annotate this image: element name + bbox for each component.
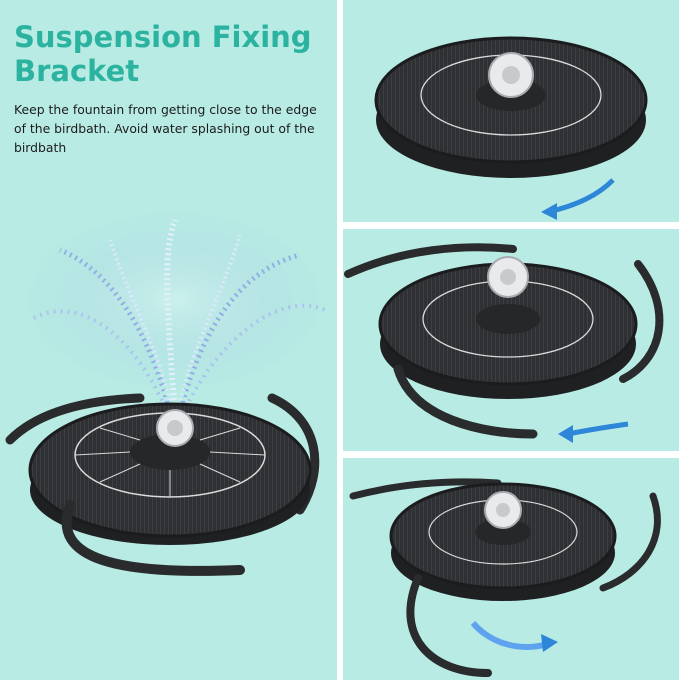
step-panel-2 xyxy=(343,229,679,451)
step-panel-1 xyxy=(343,0,679,222)
solar-fountain-panel xyxy=(28,402,312,545)
water-spray xyxy=(25,210,326,421)
suspension-bracket-arm xyxy=(61,500,245,576)
main-feature-panel: Suspension Fixing Bracket Keep the fount… xyxy=(0,0,337,680)
rotation-arrow-icon xyxy=(547,178,615,215)
feature-title: Suspension Fixing Bracket xyxy=(14,20,312,88)
rotation-arrow-icon xyxy=(567,421,629,437)
panel-illustration xyxy=(349,478,661,677)
panel-illustration xyxy=(344,243,664,443)
suspension-bracket-arm xyxy=(393,364,538,439)
rotation-arrow-icon xyxy=(470,620,549,650)
feature-description: Keep the fountain from getting close to … xyxy=(14,102,317,155)
step-panel-3 xyxy=(343,458,679,680)
fountain-illustration xyxy=(5,210,326,576)
suspension-bracket-arm xyxy=(406,574,492,677)
panel-illustration xyxy=(374,36,648,220)
